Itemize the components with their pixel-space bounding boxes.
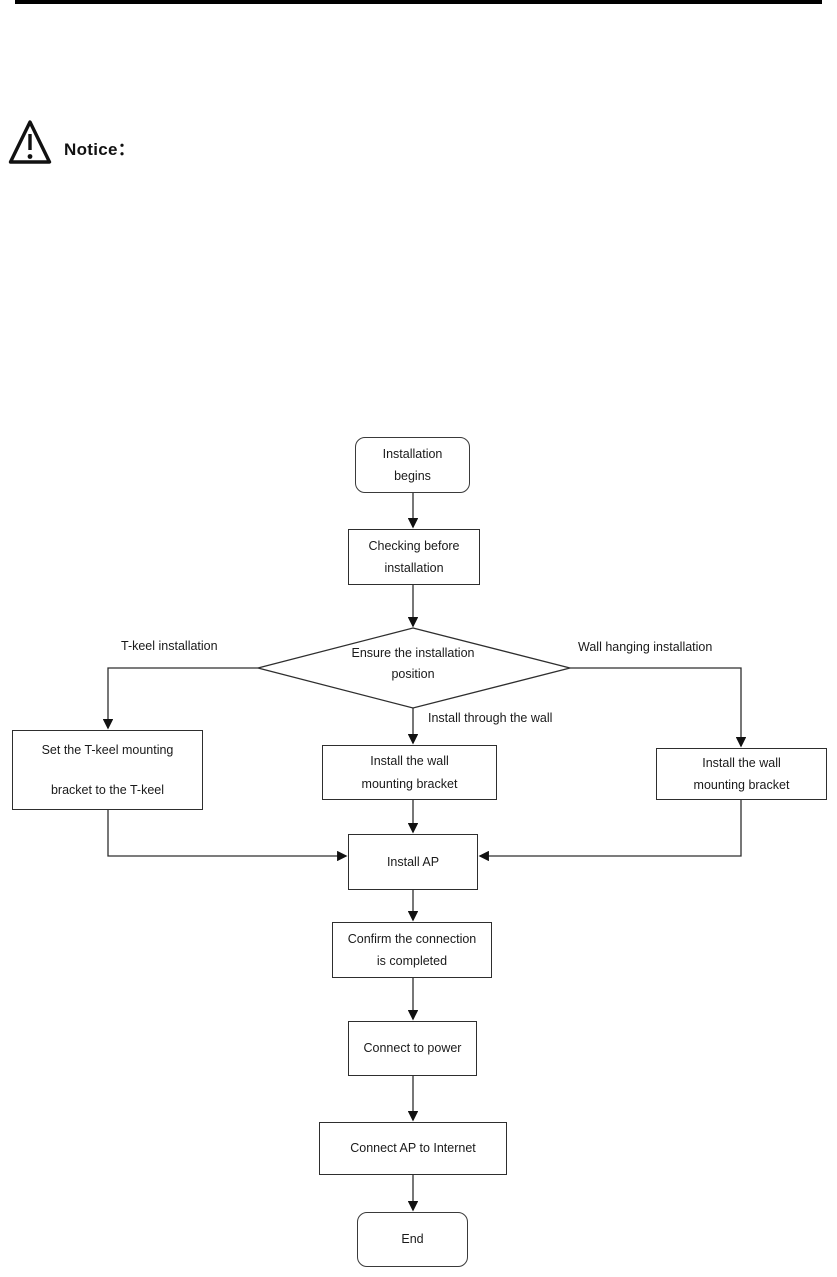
- notice-label: Notice：: [64, 140, 136, 159]
- branch-label-install-through-wall: Install through the wall: [428, 711, 553, 725]
- decision-diamond: [257, 627, 571, 709]
- edge-tkeel-to-install-ap: [107, 810, 348, 862]
- node-decision-ensure-position-label: Ensure the installation position: [351, 646, 475, 681]
- node-end: End: [357, 1212, 468, 1267]
- node-install-ap: Install AP: [348, 834, 478, 890]
- node-checking-before-installation: Checking before installation: [348, 529, 480, 585]
- node-connect-to-power: Connect to power: [348, 1021, 477, 1076]
- warning-triangle-icon: [8, 118, 52, 171]
- edge-decision-to-tkeel: [102, 667, 258, 730]
- edge-decision-to-wall-right: [570, 667, 747, 748]
- branch-label-t-keel-installation: T-keel installation: [121, 639, 218, 653]
- node-install-wall-mounting-bracket-center: Install the wall mounting bracket: [322, 745, 497, 800]
- node-set-tkeel-mounting-bracket: Set the T-keel mounting bracket to the T…: [12, 730, 203, 810]
- node-install-wall-mounting-bracket-right: Install the wall mounting bracket: [656, 748, 827, 800]
- edge-wall-right-to-install-ap: [478, 800, 742, 862]
- branch-label-wall-hanging-installation: Wall hanging installation: [578, 640, 713, 654]
- node-confirm-connection-completed: Confirm the connection is completed: [332, 922, 492, 978]
- node-installation-begins: Installation begins: [355, 437, 470, 493]
- header-rule: [15, 0, 822, 4]
- node-connect-ap-to-internet: Connect AP to Internet: [319, 1122, 507, 1175]
- notice-heading: Notice：: [8, 118, 135, 171]
